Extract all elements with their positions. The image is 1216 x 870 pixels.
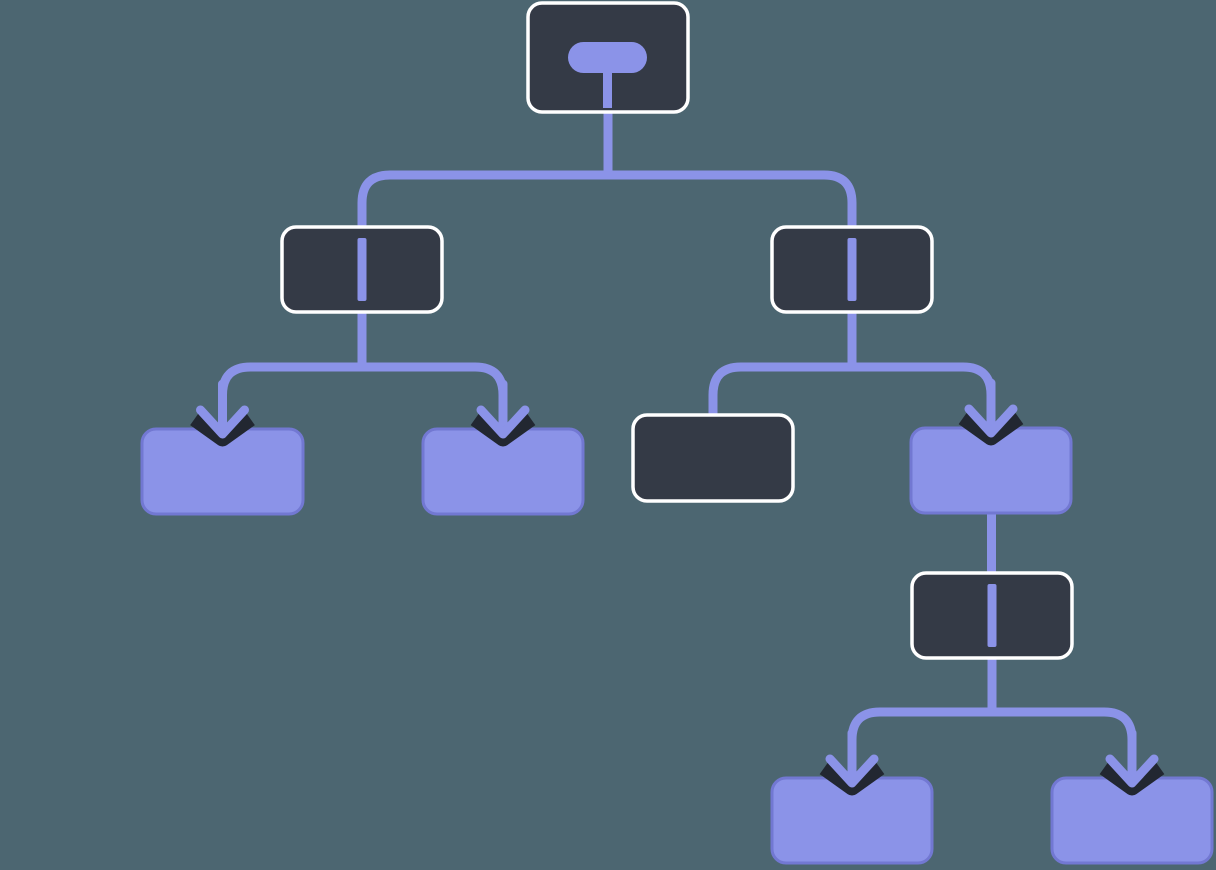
connector-root-l2-left [357,170,608,227]
branch-node-right-placeholder-line [847,238,857,301]
root-node-title-pill [568,42,647,73]
arrow-head-icon [1105,754,1159,788]
arrow-chevron-icon [190,412,255,447]
child-node-plain [631,413,795,503]
arrow-head-icon [825,754,879,788]
arrow-chevron-icon [470,412,536,447]
sub-branch-node-placeholder-line [987,584,997,647]
arrow-head-icon [196,405,249,439]
arrow-head-icon [964,404,1018,438]
connector-root-l2-right [608,170,857,227]
connector-l2-right-l3-dark [708,362,852,415]
arrow-chevron-icon [958,411,1024,446]
root-node-pill-stem [603,70,612,108]
branch-node-left-placeholder-line [357,238,367,301]
arrow-head-icon [476,405,530,439]
arrow-chevron-icon [819,761,885,796]
arrow-chevron-icon [1099,761,1165,796]
